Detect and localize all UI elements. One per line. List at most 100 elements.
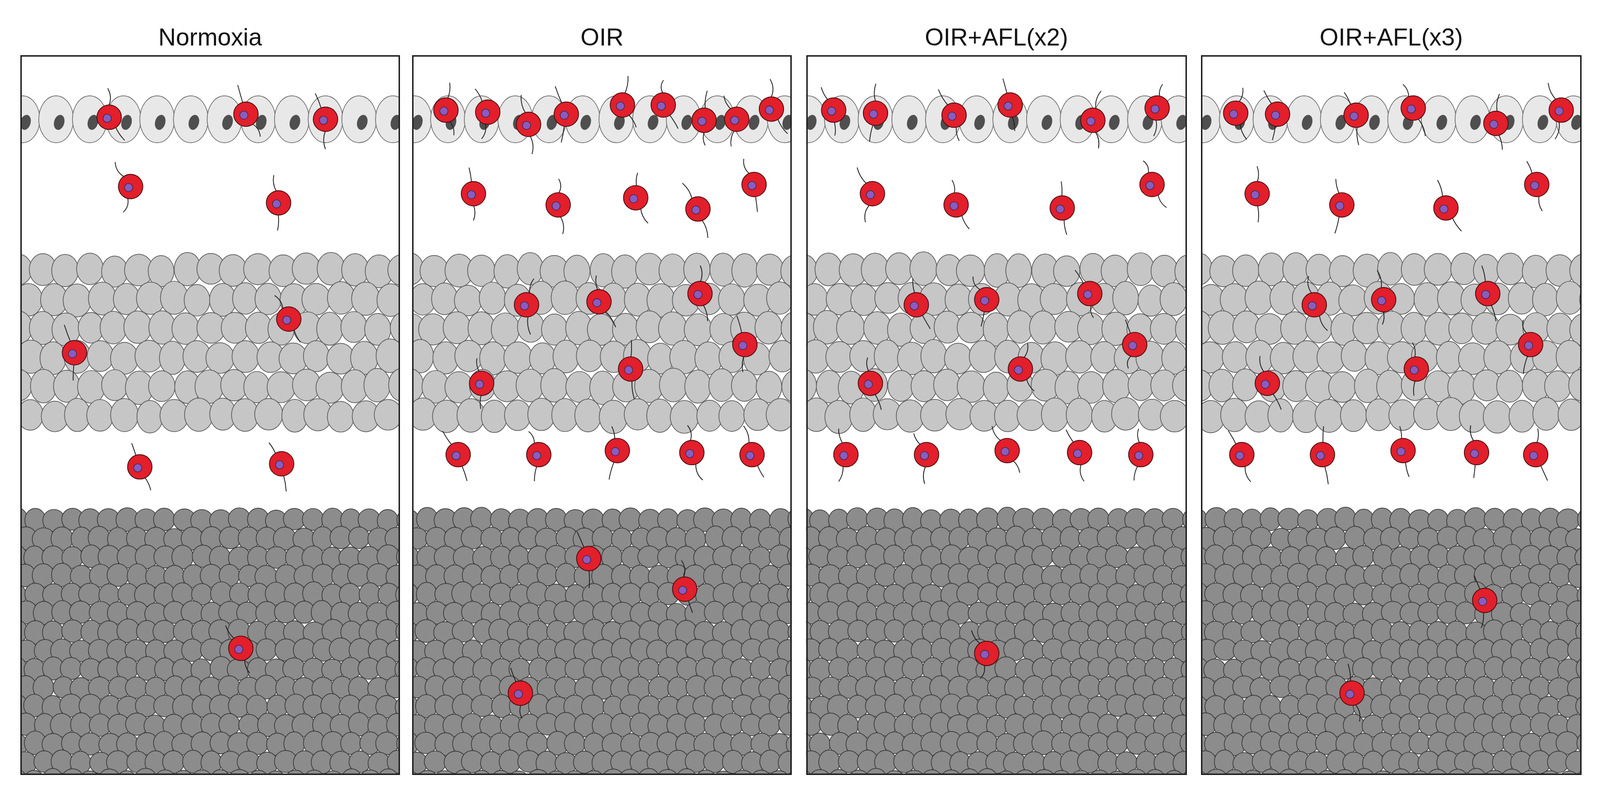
ganglion-cell-layer (412, 95, 792, 143)
red-cell (1122, 320, 1148, 370)
cell-body (605, 438, 631, 463)
cell-nucleus (239, 111, 248, 120)
photoreceptor-nucleus (1031, 731, 1055, 755)
inner-nuclear-cell (849, 398, 877, 432)
red-cell (857, 167, 885, 223)
cell-process (737, 315, 742, 334)
inner-nuclear-cell (731, 253, 758, 288)
cell-process (980, 664, 985, 679)
cell-process (64, 324, 71, 343)
inner-nuclear-cell (920, 399, 950, 432)
cell-nucleus (272, 200, 281, 209)
inner-nuclear-cell (1127, 252, 1155, 286)
inner-nuclear-cell (412, 339, 434, 373)
cell-process (283, 475, 287, 492)
cell-process (742, 355, 745, 373)
inner-nuclear-cell (896, 400, 924, 433)
inner-nuclear-cell (113, 283, 140, 315)
photoreceptor-nucleus (1565, 751, 1582, 774)
inner-nuclear-cell (243, 253, 273, 285)
inner-nuclear-cell (766, 398, 792, 431)
cell-body (266, 190, 292, 216)
cell-nucleus (514, 690, 523, 699)
cell-body (618, 356, 644, 382)
red-cell (972, 276, 1000, 327)
cell-process (527, 316, 531, 335)
cell-process (628, 114, 637, 128)
cell-process (595, 275, 598, 291)
cell-process (952, 180, 955, 195)
cell-process (723, 95, 732, 110)
cell-body (553, 102, 579, 127)
cell-process (559, 215, 564, 234)
cell-process (476, 358, 480, 373)
cell-process (1143, 160, 1149, 174)
cell-process (107, 88, 111, 107)
cell-process (277, 214, 279, 231)
cell-body (623, 185, 648, 211)
cell-nucleus (1000, 447, 1010, 456)
inner-nuclear-cell (909, 312, 939, 344)
red-cell (274, 295, 302, 343)
inner-nuclear-cell (836, 311, 865, 345)
inner-nuclear-cell (1065, 340, 1094, 373)
photoreceptor-nucleus (1296, 732, 1319, 755)
ganglion-cell-layer (20, 95, 400, 143)
inner-nuclear-cell (956, 255, 985, 287)
cell-process (1065, 430, 1074, 444)
red-cell (1144, 84, 1170, 137)
red-cell (461, 167, 486, 221)
red-cell (1075, 270, 1103, 319)
cell-nucleus (624, 366, 633, 375)
cell-process (519, 704, 522, 719)
cell-body (687, 281, 713, 307)
cell-body (741, 172, 767, 198)
cell-process (469, 167, 472, 183)
ganglion-nucleus (972, 113, 987, 132)
cell-process (115, 162, 125, 178)
inner-nuclear-cell (232, 282, 259, 315)
inner-nuclear-cell (1306, 254, 1333, 286)
cell-process (251, 123, 261, 137)
ganglion-nucleus (578, 113, 593, 132)
cell-nucleus (980, 296, 989, 306)
red-cell (610, 76, 637, 128)
inner-nuclear-cell (781, 311, 792, 345)
cell-body (269, 451, 294, 477)
cell-process (529, 135, 534, 154)
inner-nuclear-cell (491, 312, 520, 346)
cell-process (912, 278, 915, 294)
red-cell (913, 433, 939, 485)
cell-nucleus (275, 461, 284, 470)
inner-nuclear-cell (599, 400, 628, 434)
cell-process (631, 380, 635, 399)
photoreceptor-nucleus (778, 713, 792, 736)
cell-body (1144, 95, 1170, 121)
ganglion-nucleus (153, 113, 168, 132)
cell-process (1012, 116, 1015, 132)
cell-process (1094, 131, 1099, 149)
inner-nuclear-cell (387, 254, 400, 286)
photoreceptor-nucleus (461, 526, 484, 550)
photoreceptor-nucleus (107, 563, 129, 587)
cell-body (276, 307, 302, 332)
inner-nuclear-cell (1151, 255, 1178, 287)
cell-process (687, 425, 692, 443)
inner-nuclear-cell (825, 341, 854, 373)
cell-process (624, 76, 629, 94)
inner-nuclear-cell (445, 371, 474, 404)
red-cell (739, 426, 765, 478)
cell-body (433, 97, 459, 123)
cell-nucleus (103, 114, 112, 123)
red-cells (433, 76, 788, 719)
red-cell (623, 172, 648, 224)
cell-process (640, 207, 648, 224)
cell-process (1026, 378, 1034, 392)
cell-process (992, 426, 1002, 442)
photoreceptor-nucleus (1172, 601, 1187, 625)
cell-process (661, 80, 664, 94)
inner-nuclear-cell (826, 283, 855, 316)
cell-process (1125, 320, 1131, 335)
ganglion-nucleus (288, 113, 303, 132)
inner-nuclear-cell (766, 281, 792, 315)
